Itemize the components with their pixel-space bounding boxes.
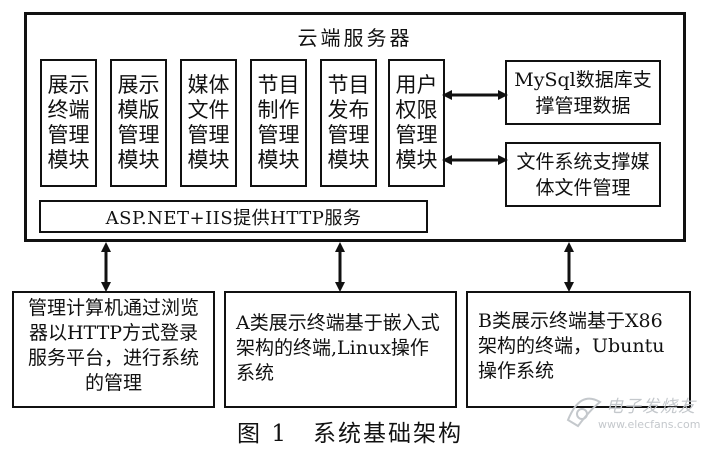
- type-a-terminal-label: A类展示终端基于嵌入式架构的终端,Linux操作系统: [236, 312, 440, 384]
- watermark-text: 电子发烧友: [606, 397, 696, 417]
- admin-computer-box: 管理计算机通过浏览器以HTTP方式登录服务平台，进行系统的管理: [12, 291, 215, 408]
- module-program-production-management: 节目制作管理模块: [250, 59, 307, 187]
- cloud-server-title: 云端服务器: [297, 26, 413, 50]
- module-label: 展示模版管理模块: [117, 73, 160, 172]
- module-label: 展示终端管理模块: [47, 73, 90, 172]
- mysql-database-label: MySql数据库支撑管理数据: [514, 68, 652, 117]
- type-b-terminal-label: B类展示终端基于X86架构的终端，Ubuntu操作系统: [478, 310, 665, 382]
- file-system-label: 文件系统支撑媒体文件管理: [516, 150, 650, 199]
- module-display-template-management: 展示模版管理模块: [110, 59, 167, 187]
- file-system-box: 文件系统支撑媒体文件管理: [505, 142, 661, 207]
- mysql-database-box: MySql数据库支撑管理数据: [505, 60, 661, 125]
- module-label: 节目制作管理模块: [257, 73, 300, 172]
- module-display-terminal-management: 展示终端管理模块: [40, 59, 97, 187]
- elecfans-logo-icon: [566, 397, 602, 428]
- module-label: 用户权限管理模块: [395, 73, 438, 172]
- http-service-box: ASP.NET+IIS提供HTTP服务: [39, 200, 428, 233]
- figure-caption: 图 1 系统基础架构: [237, 421, 463, 447]
- type-a-terminal-box: A类展示终端基于嵌入式架构的终端,Linux操作系统: [224, 291, 457, 408]
- watermark-url: www.elecfans.com: [598, 418, 701, 431]
- module-user-permission-management: 用户权限管理模块: [388, 59, 445, 187]
- module-label: 节目发布管理模块: [327, 73, 370, 172]
- module-program-publish-management: 节目发布管理模块: [320, 59, 377, 187]
- module-label: 媒体文件管理模块: [187, 73, 230, 172]
- type-b-terminal-box: B类展示终端基于X86架构的终端，Ubuntu操作系统: [466, 291, 691, 408]
- module-media-file-management: 媒体文件管理模块: [180, 59, 237, 187]
- admin-computer-label: 管理计算机通过浏览器以HTTP方式登录服务平台，进行系统的管理: [27, 297, 199, 394]
- http-service-label: ASP.NET+IIS提供HTTP服务: [105, 207, 362, 229]
